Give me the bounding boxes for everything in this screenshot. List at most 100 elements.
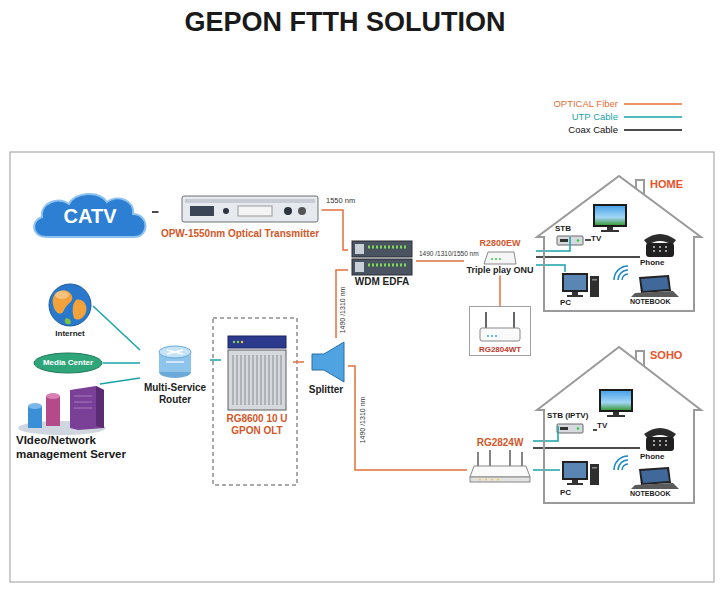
connector [210, 359, 221, 361]
legend-line [624, 116, 682, 118]
node-label: RG2824W [477, 437, 524, 449]
server-icon-part [28, 403, 42, 409]
router-rg2804wt-icon-part [480, 328, 520, 341]
connector [322, 210, 349, 250]
olt-icon-part [237, 341, 239, 343]
connector [499, 276, 501, 306]
device-node: RG8600 10 U GPON OLT [221, 333, 293, 437]
wireless-symbol [614, 456, 628, 470]
pc-icon [562, 273, 599, 297]
icon-space [630, 466, 680, 490]
transmitter-icon [182, 196, 318, 222]
icon-space [159, 192, 322, 228]
node-label: VIdeo/Network management Server [16, 434, 136, 462]
router-rg2824w-icon-part [470, 466, 530, 477]
edge-label: 1490 /1310 nm [359, 396, 367, 445]
phone-icon [644, 428, 676, 451]
node-label: STB [555, 224, 571, 234]
olt-icon-part [233, 341, 235, 343]
transmitter-icon-part [185, 199, 315, 203]
legend-row: UTP Cable [500, 110, 682, 123]
node-label: NOTEBOOK [630, 298, 670, 306]
router-rg2804wt-icon-part [495, 335, 497, 337]
icon-space [640, 426, 680, 452]
legend: OPTICAL FiberUTP CableCoax Cable [500, 97, 682, 136]
router-rg2804wt-icon-part [491, 335, 493, 337]
cloud-shape [34, 194, 145, 237]
device-node: Phone [640, 426, 680, 452]
node-label: Multi-Service Router [140, 382, 210, 406]
device-node: Splitter [304, 338, 348, 396]
router-rg2824w-icon-part [497, 479, 499, 481]
node-label: WDM EDFA [355, 276, 409, 288]
router-rg2804wt-icon-part [486, 312, 514, 330]
diagram-title: GEPON FTTH SOLUTION [0, 6, 690, 38]
legend-text: OPTICAL Fiber [553, 98, 618, 109]
node-label: R2800EW [479, 238, 520, 249]
onu-icon [484, 252, 516, 264]
onu-icon-part [484, 252, 516, 264]
edfa-icon-part [352, 259, 412, 275]
olt-icon-part [241, 341, 243, 343]
notebook-icon [631, 467, 679, 489]
icon-space [597, 388, 635, 421]
globe-icon-part [73, 300, 87, 320]
globe-icon-part [55, 291, 69, 299]
house-node: HOME STB TV PhonePC NOTEBOOK [536, 172, 702, 314]
device-node: TV [591, 203, 629, 234]
router-icon-part [159, 346, 191, 358]
tv-icon [599, 389, 633, 417]
onu-icon-part [491, 258, 493, 260]
device-node: PC [560, 458, 600, 488]
dashed-bracket [213, 318, 297, 485]
icon-space [640, 232, 680, 258]
tv-icon [593, 204, 627, 232]
router-icon-part [167, 350, 183, 354]
node-label: RG8600 10 U GPON OLT [221, 413, 293, 437]
transmitter-icon-part [182, 196, 318, 222]
node-label: Triple play ONU [466, 265, 533, 276]
connector [536, 265, 565, 272]
node-label: OPW-1550nm Optical Transmitter [161, 228, 319, 240]
notebook-icon [631, 275, 679, 297]
router-rg2824w-icon-part [485, 479, 487, 481]
node-label: HOME [650, 178, 683, 191]
device-node: WDM EDFA [348, 238, 416, 288]
node-label: PC [560, 488, 571, 498]
node-label: STB (IPTV) [547, 411, 588, 421]
house-outline [536, 343, 702, 506]
server-icon-part [28, 406, 42, 428]
stb-icon [557, 424, 583, 433]
connector [293, 361, 304, 363]
edfa-icon-part [355, 244, 364, 254]
house-outline-shape [537, 347, 701, 503]
node-label: PC [560, 298, 571, 308]
transmitter-icon-part [238, 206, 272, 216]
server-icon-part [46, 393, 60, 399]
chimney-shape [636, 180, 644, 195]
phone-icon [644, 234, 676, 257]
connector [536, 237, 570, 251]
device-node: TV [597, 388, 635, 421]
router-rg2824w-icon-part [491, 479, 493, 481]
device-node: STB [555, 224, 585, 237]
onu-icon-part [499, 258, 501, 260]
house-outline [536, 172, 702, 314]
router-rg2804wt-icon [480, 312, 520, 341]
node-label: Phone [640, 258, 664, 268]
connector [536, 256, 640, 258]
icon-space [348, 238, 416, 276]
server-icon-part [70, 386, 104, 430]
olt-icon-part [228, 350, 286, 410]
router-rg2824w-icon-part [470, 477, 530, 482]
edfa-icon-part [352, 241, 412, 257]
server-icon [18, 386, 106, 435]
legend-line-sample [624, 114, 682, 120]
legend-line [624, 103, 682, 105]
icon-space [47, 283, 93, 329]
splitter-icon-part [312, 342, 344, 382]
chimney-shape [636, 351, 644, 366]
connector [585, 239, 591, 241]
